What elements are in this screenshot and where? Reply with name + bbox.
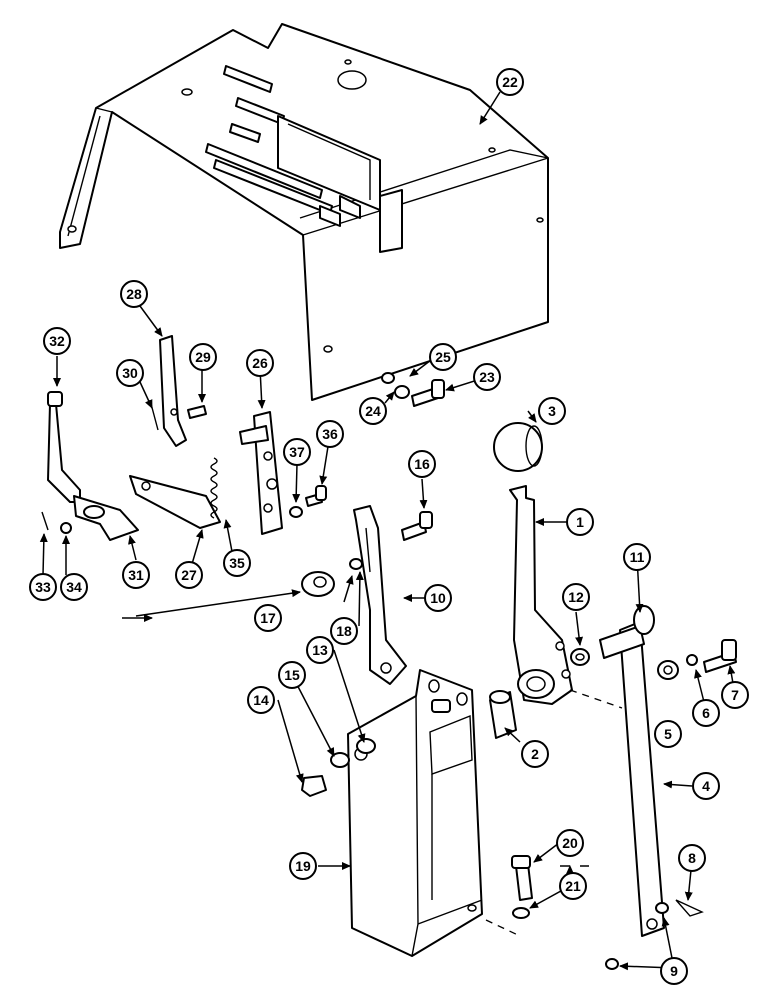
callout-21: 21: [559, 872, 587, 900]
callout-23: 23: [473, 363, 501, 391]
svg-text:21: 21: [565, 878, 581, 894]
lever-knob: [493, 422, 543, 472]
roller: [301, 571, 335, 597]
callout-36: 36: [316, 420, 344, 448]
svg-text:33: 33: [35, 579, 51, 595]
callout-29: 29: [189, 343, 217, 371]
callout-37: 37: [283, 438, 311, 466]
svg-text:32: 32: [49, 333, 65, 349]
callout-12: 12: [562, 583, 590, 611]
svg-text:16: 16: [414, 456, 430, 472]
svg-text:14: 14: [253, 692, 269, 708]
callout-4: 4: [692, 772, 720, 800]
svg-text:17: 17: [260, 610, 276, 626]
upper-lever-arm: [159, 335, 187, 447]
svg-text:35: 35: [229, 555, 245, 571]
bushing: [489, 690, 517, 739]
callout-30: 30: [116, 359, 144, 387]
assembly-lines: [485, 689, 623, 937]
svg-text:7: 7: [731, 687, 739, 703]
svg-text:19: 19: [295, 858, 311, 874]
callout-13: 13: [306, 636, 334, 664]
svg-text:8: 8: [688, 850, 696, 866]
callout-24: 24: [359, 397, 387, 425]
callout-1: 1: [566, 508, 594, 536]
callout-26: 26: [246, 349, 274, 377]
svg-text:30: 30: [122, 365, 138, 381]
bracket-housing: [347, 669, 483, 957]
svg-text:27: 27: [181, 567, 197, 583]
callout-17: 17: [254, 604, 282, 632]
svg-text:20: 20: [562, 835, 578, 851]
shift-rod: [47, 391, 139, 541]
callout-5: 5: [654, 720, 682, 748]
callout-9: 9: [660, 957, 688, 985]
callout-22: 22: [496, 68, 524, 96]
svg-text:18: 18: [336, 623, 352, 639]
control-lever: [509, 485, 573, 705]
svg-text:23: 23: [479, 369, 495, 385]
callout-35: 35: [223, 549, 251, 577]
svg-text:4: 4: [702, 778, 710, 794]
svg-text:37: 37: [289, 444, 305, 460]
svg-text:28: 28: [126, 286, 142, 302]
svg-text:36: 36: [322, 426, 338, 442]
svg-text:12: 12: [568, 589, 584, 605]
callout-3: 3: [538, 397, 566, 425]
callout-19: 19: [289, 852, 317, 880]
callout-15: 15: [278, 661, 306, 689]
svg-text:31: 31: [128, 567, 144, 583]
link-plate: [353, 505, 407, 685]
callout-25: 25: [429, 343, 457, 371]
svg-text:15: 15: [284, 667, 300, 683]
callout-18: 18: [330, 617, 358, 645]
svg-text:24: 24: [365, 403, 381, 419]
svg-text:6: 6: [702, 705, 710, 721]
latch-plate: [129, 475, 221, 529]
hardware-items: [41, 372, 737, 970]
callout-7: 7: [721, 681, 749, 709]
callout-2: 2: [521, 740, 549, 768]
svg-text:25: 25: [435, 349, 451, 365]
tension-spring: [210, 457, 218, 519]
callout-31: 31: [122, 561, 150, 589]
svg-text:3: 3: [548, 403, 556, 419]
svg-text:5: 5: [664, 726, 672, 742]
cover-panel: [59, 23, 549, 401]
callout-28: 28: [120, 280, 148, 308]
svg-text:10: 10: [430, 590, 446, 606]
svg-text:13: 13: [312, 642, 328, 658]
callout-14: 14: [247, 686, 275, 714]
svg-text:9: 9: [670, 963, 678, 979]
callout-6: 6: [692, 699, 720, 727]
callout-34: 34: [60, 573, 88, 601]
callout-33: 33: [29, 573, 57, 601]
callout-16: 16: [408, 450, 436, 478]
svg-text:29: 29: [195, 349, 211, 365]
callout-11: 11: [623, 543, 651, 571]
callout-32: 32: [43, 327, 71, 355]
svg-text:22: 22: [502, 74, 518, 90]
callout-20: 20: [556, 829, 584, 857]
svg-text:34: 34: [66, 579, 82, 595]
callout-10: 10: [424, 584, 452, 612]
callout-8: 8: [678, 844, 706, 872]
svg-text:26: 26: [252, 355, 268, 371]
svg-text:2: 2: [531, 746, 539, 762]
svg-text:11: 11: [630, 549, 645, 565]
mount-bracket: [239, 411, 283, 535]
svg-text:1: 1: [576, 514, 584, 530]
callout-27: 27: [175, 561, 203, 589]
